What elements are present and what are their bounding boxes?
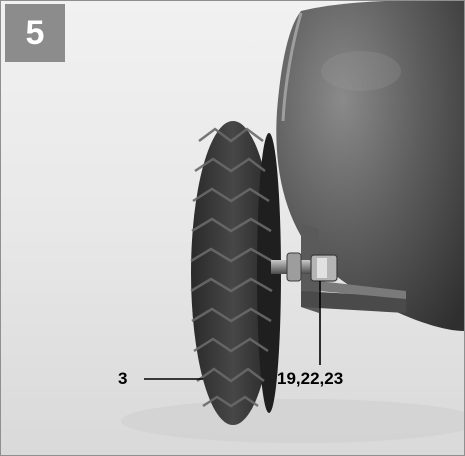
step-number-badge: 5	[5, 4, 65, 62]
compressor-tank-icon	[276, 1, 464, 331]
axle-bolt-icon	[271, 252, 338, 282]
callout-label-axle-fasteners: 19,22,23	[277, 369, 344, 388]
wheel-icon	[190, 121, 281, 425]
floor-shadow	[121, 399, 464, 443]
callout-label-wheel: 3	[118, 369, 128, 388]
